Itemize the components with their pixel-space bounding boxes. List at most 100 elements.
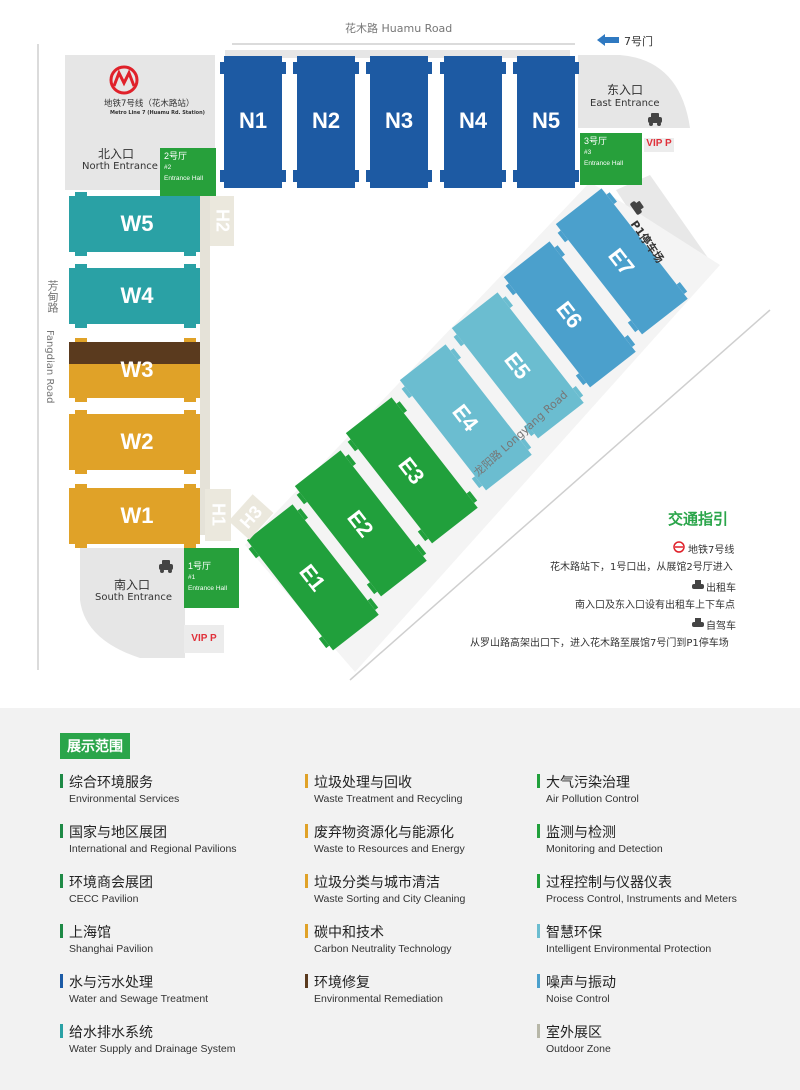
south-entrance-en: South Entrance	[95, 592, 173, 603]
scope-category-zh: 垃圾分类与城市清洁	[314, 875, 440, 891]
scope-category-en: Waste to Resources and Energy	[314, 843, 465, 855]
hall-notch	[575, 62, 579, 74]
hall-notch	[75, 544, 87, 548]
hall-e2[interactable]	[292, 448, 430, 599]
hall-notch	[502, 62, 506, 74]
hall-e6[interactable]	[501, 239, 639, 390]
hall-notch	[75, 398, 87, 402]
north-entrance-zh: 北入口	[98, 147, 135, 161]
east-entrance-en: East Entrance	[590, 98, 660, 109]
scope-category-color-bar	[537, 874, 540, 888]
scope-category-en: CECC Pavilion	[69, 893, 139, 905]
hall-notch	[75, 338, 87, 342]
hall-notch	[184, 398, 196, 402]
scope-category-zh: 过程控制与仪器仪表	[546, 875, 672, 891]
hall-w2[interactable]	[69, 414, 200, 470]
car-icon	[692, 618, 704, 627]
entrance-hall-2-zh: 2号厅	[164, 151, 188, 161]
taxi-icon	[159, 560, 173, 573]
hall-w5[interactable]	[69, 196, 200, 252]
hall-e7[interactable]	[553, 186, 691, 337]
transport-metro-title: 地铁7号线	[688, 545, 735, 556]
hall-w3-top-band	[69, 342, 200, 364]
hall-notch	[293, 62, 297, 74]
map-graphics	[37, 34, 771, 681]
scope-category-zh: 综合环境服务	[69, 775, 153, 791]
longyang-road-line	[349, 309, 771, 681]
scope-category-color-bar	[305, 924, 308, 938]
hall-w4-label: W4	[120, 283, 154, 308]
scope-category-en: Outdoor Zone	[546, 1043, 611, 1055]
scope-category-zh: 智慧环保	[546, 925, 602, 941]
scope-category-color-bar	[305, 774, 308, 788]
scope-category-en: Water Supply and Drainage System	[69, 1043, 236, 1055]
scope-category-color-bar	[305, 824, 308, 838]
taxi-icon	[648, 113, 662, 126]
hall-notch	[513, 170, 517, 182]
hall-n4-label: N4	[458, 108, 488, 133]
scope-category-zh: 国家与地区展团	[69, 825, 167, 841]
hall-e3[interactable]	[343, 395, 481, 546]
hall-notch	[184, 544, 196, 548]
hall-w1[interactable]	[69, 488, 200, 544]
scope-category-color-bar	[60, 1024, 63, 1038]
entrance-hall-3-num: #3	[584, 149, 592, 156]
south-entrance-zh: 南入口	[114, 578, 151, 592]
scope-category-zh: 大气污染治理	[546, 775, 630, 791]
metro-logo-icon	[109, 65, 139, 95]
connector-h1[interactable]: H1	[205, 489, 231, 541]
hall-notch	[184, 410, 196, 414]
east-entrance-zh: 东入口	[607, 83, 644, 97]
hall-n4[interactable]	[444, 56, 502, 188]
vip-parking-east[interactable]: VIP P	[644, 138, 674, 152]
hall-notch	[366, 170, 370, 182]
scope-category-color-bar	[537, 974, 540, 988]
west-road-label-zh: 芳甸路	[46, 280, 59, 313]
scope-category-color-bar	[305, 974, 308, 988]
scope-category-zh: 碳中和技术	[314, 925, 384, 941]
hall-n5-label: N5	[531, 108, 561, 133]
scope-category-en: Environmental Services	[69, 793, 180, 805]
entrance-hall-3[interactable]: 3号厅 #3 Entrance Hall	[580, 133, 642, 185]
scope-category-en: Environmental Remediation	[314, 993, 443, 1005]
hall-n3[interactable]	[370, 56, 428, 188]
hall-notch	[440, 170, 444, 182]
north-entrance-en: North Entrance	[82, 161, 158, 172]
hall-notch	[75, 192, 87, 196]
west-corridor	[200, 195, 210, 535]
hall-notch	[75, 410, 87, 414]
entrance-hall-3-en: Entrance Hall	[584, 160, 624, 167]
scope-category-en: International and Regional Pavilions	[69, 843, 237, 855]
hall-n1-label: N1	[238, 108, 268, 133]
hall-n2[interactable]	[297, 56, 355, 188]
transport-car-text: 从罗山路高架出口下，进入花木路至展馆7号门到P1停车场	[470, 638, 729, 649]
hall-notch	[428, 62, 432, 74]
scope-category-en: Waste Treatment and Recycling	[314, 793, 463, 805]
metro-icon	[673, 541, 685, 553]
entrance-hall-1[interactable]: 1号厅 #1 Entrance Hall	[184, 548, 239, 608]
vip-parking-south[interactable]: VIP P	[184, 625, 224, 653]
hall-notch	[184, 324, 196, 328]
entrance-hall-2-num: #2	[164, 164, 172, 171]
hall-notch	[75, 264, 87, 268]
scope-category-color-bar	[537, 1024, 540, 1038]
entrance-hall-2[interactable]: 2号厅 #2 Entrance Hall	[160, 148, 216, 196]
transport-taxi-text: 南入口及东入口设有出租车上下车点	[575, 600, 735, 611]
west-road-label-en: Fangdian Road	[44, 330, 55, 404]
east-plaza	[578, 55, 690, 128]
hall-e5[interactable]	[449, 290, 587, 441]
hall-notch	[428, 170, 432, 182]
hall-e1[interactable]	[244, 502, 382, 653]
connector-h2[interactable]: H2	[210, 196, 234, 246]
hall-notch	[513, 62, 517, 74]
transport-metro-text: 花木路站下，1号口出，从展馆2号厅进入	[550, 562, 733, 573]
hall-e4[interactable]	[397, 342, 535, 493]
hall-notch	[440, 62, 444, 74]
hall-notch	[75, 252, 87, 256]
hall-n5[interactable]	[517, 56, 575, 188]
hall-w4[interactable]	[69, 268, 200, 324]
hall-n1[interactable]	[224, 56, 282, 188]
north-corridor	[225, 50, 570, 58]
transport-title: 交通指引	[668, 510, 729, 528]
entrance-hall-2-en: Entrance Hall	[164, 175, 204, 182]
